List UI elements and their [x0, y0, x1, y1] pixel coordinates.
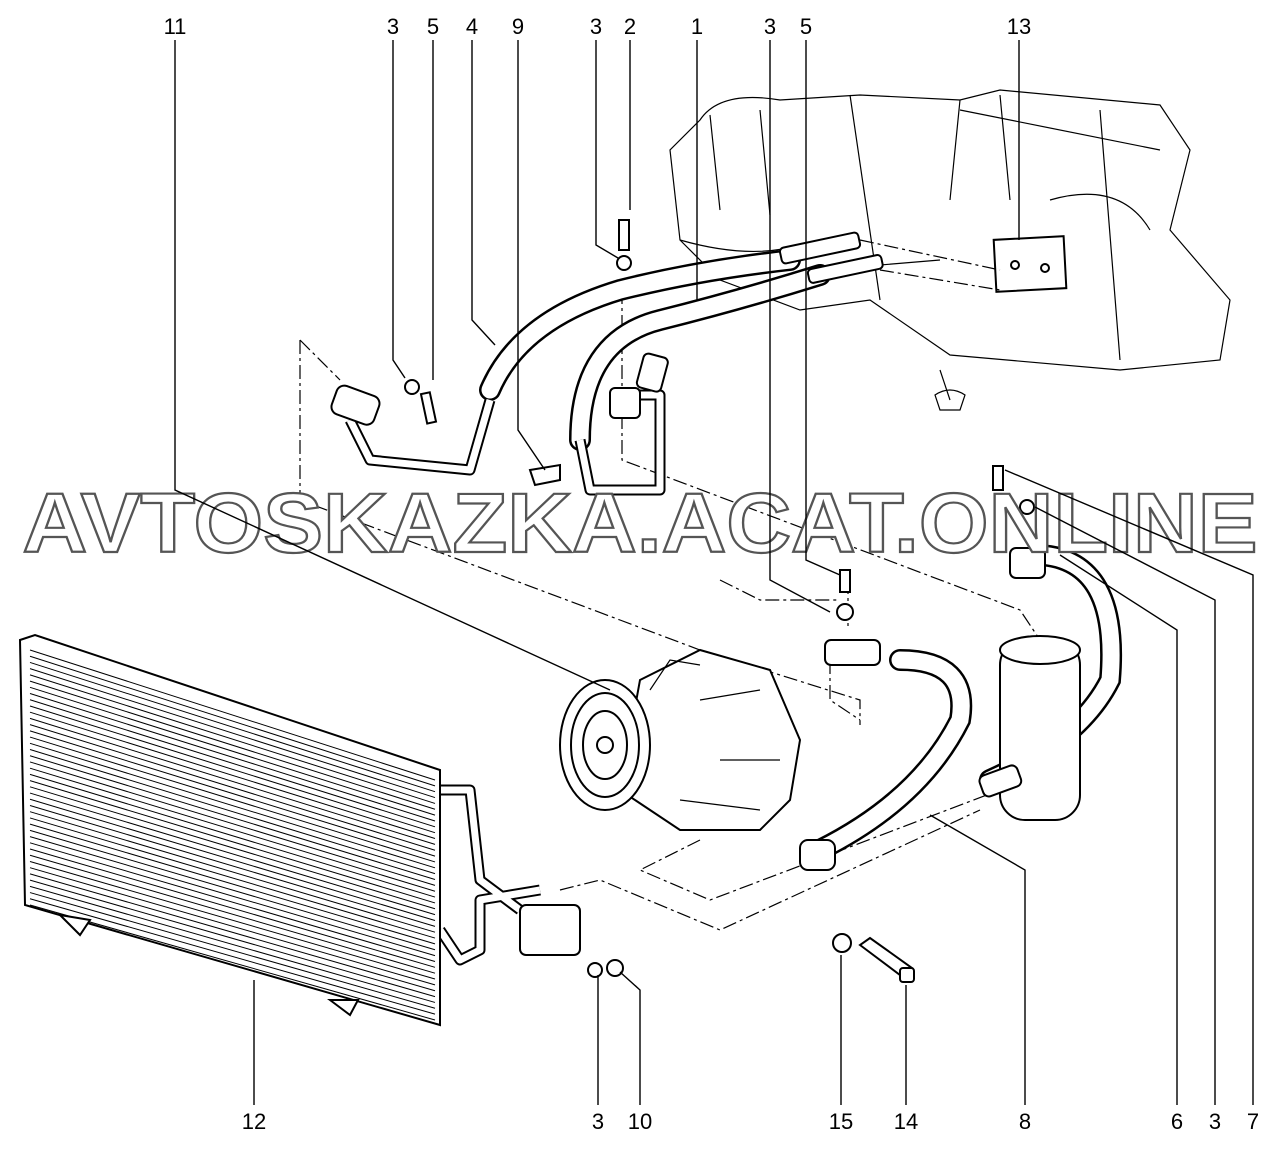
condenser-fin — [29, 724, 436, 851]
condenser-fin — [29, 742, 436, 869]
condenser-fin — [29, 736, 436, 863]
watermark: AVTOSKAZKA.ACAT.ONLINE — [23, 476, 1258, 570]
callout-12: 12 — [242, 1109, 266, 1134]
condenser-fin — [29, 717, 436, 845]
callouts-bottom: 12 3 10 15 14 8 6 3 7 — [242, 1109, 1259, 1134]
condenser-fin — [29, 805, 436, 927]
condenser-fin — [29, 649, 436, 781]
condenser-fin — [29, 699, 436, 828]
condenser-fin — [29, 873, 436, 992]
callout-13: 13 — [1007, 14, 1031, 39]
condenser-fin — [29, 730, 436, 857]
callout-7: 7 — [1247, 1109, 1259, 1134]
fasteners — [404, 219, 1035, 983]
condenser-fin — [29, 761, 436, 886]
callout-2: 2 — [624, 14, 636, 39]
condenser-fin — [29, 749, 436, 875]
receiver-dryer — [978, 635, 1081, 821]
callout-5: 5 — [800, 14, 812, 39]
condenser-fin — [29, 823, 436, 945]
condenser-fin — [29, 860, 436, 980]
condenser-fin — [29, 792, 436, 916]
callout-1: 1 — [691, 14, 703, 39]
callout-4: 4 — [466, 14, 478, 39]
condenser-fin — [29, 755, 436, 880]
condenser-fin — [29, 686, 436, 816]
callout-3: 3 — [590, 14, 602, 39]
callout-14: 14 — [894, 1109, 918, 1134]
condenser-fin — [29, 773, 436, 898]
hose-lines — [345, 249, 1123, 966]
condenser-fin — [29, 798, 436, 921]
condenser-fin — [29, 854, 436, 974]
condenser-fin — [29, 885, 436, 1003]
condenser-fin — [29, 817, 436, 939]
condenser-fin — [29, 892, 436, 1009]
callout-8: 8 — [1019, 1109, 1031, 1134]
condenser-fin — [29, 674, 436, 804]
callout-15: 15 — [829, 1109, 853, 1134]
condenser-fin — [29, 668, 436, 799]
condenser-fin — [29, 661, 436, 793]
condenser-fin — [29, 898, 436, 1015]
condenser-fin — [29, 767, 436, 892]
callout-3: 3 — [592, 1109, 604, 1134]
callout-9: 9 — [512, 14, 524, 39]
condenser-fin — [29, 705, 436, 834]
vehicle-body-frame — [669, 89, 1231, 411]
leader-lines — [174, 40, 1254, 1105]
condenser-fin — [29, 848, 436, 968]
callout-10: 10 — [628, 1109, 652, 1134]
callout-3: 3 — [1209, 1109, 1221, 1134]
condenser-fin — [29, 786, 436, 910]
callout-11: 11 — [164, 14, 187, 39]
callout-6: 6 — [1171, 1109, 1183, 1134]
ac-compressor — [559, 648, 802, 831]
condenser-fin — [29, 904, 436, 1021]
bracket-plate — [992, 235, 1068, 293]
callout-5: 5 — [427, 14, 439, 39]
condenser-fin — [29, 842, 436, 962]
condenser-fin — [29, 780, 436, 904]
condenser-fin — [29, 829, 436, 951]
condenser-fin — [29, 655, 436, 787]
callout-3: 3 — [764, 14, 776, 39]
fittings — [330, 231, 1046, 956]
condenser — [18, 633, 441, 1027]
condenser-fin — [29, 836, 436, 957]
condenser-fin — [29, 867, 436, 986]
condenser-fin — [29, 879, 436, 998]
condenser-fin — [29, 711, 436, 840]
condenser-fin — [29, 680, 436, 810]
condenser-fin — [29, 693, 436, 822]
condenser-fin — [29, 811, 436, 933]
callout-3: 3 — [387, 14, 399, 39]
callouts-top: 11 3 5 4 9 3 2 1 3 5 13 — [164, 14, 1032, 39]
